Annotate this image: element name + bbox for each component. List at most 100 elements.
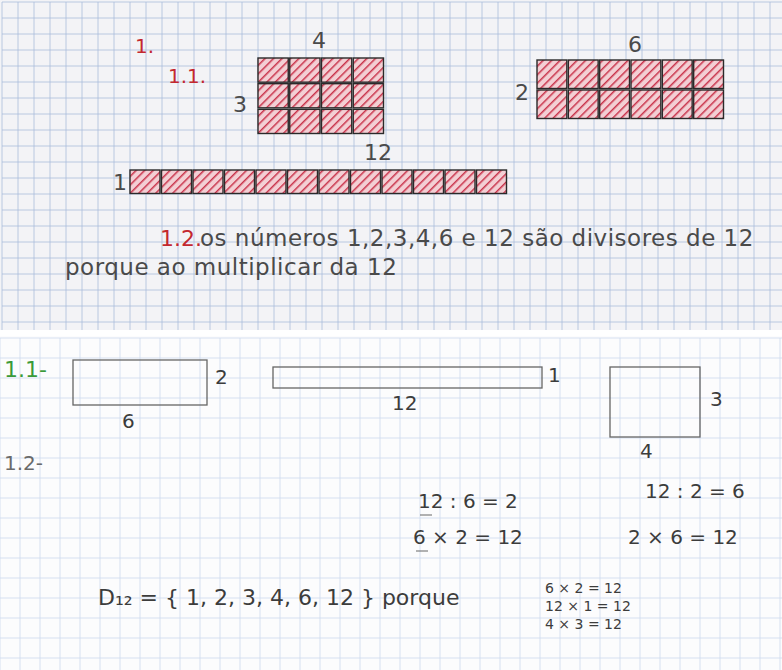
handwritten-label: 1.1. <box>168 65 206 88</box>
grid-line <box>162 2 163 330</box>
grid-line <box>210 2 211 330</box>
handwritten-label: 6 × 2 = 12 <box>545 580 622 596</box>
hatched-cell <box>290 109 320 133</box>
grid-line <box>674 2 675 330</box>
underline <box>416 551 428 552</box>
grid-line <box>120 338 121 670</box>
hatched-cell <box>568 90 598 119</box>
handwritten-label: D₁₂ = { 1, 2, 3, 4, 6, 12 } porque <box>98 585 459 610</box>
grid-line <box>450 2 451 330</box>
rectangle-4x3 <box>610 367 700 437</box>
grid-line <box>160 338 161 670</box>
grid-line <box>242 2 243 330</box>
grid-line <box>0 618 782 619</box>
hatched-cell <box>130 170 160 194</box>
handwritten-label: 2 × 6 = 12 <box>628 526 738 549</box>
hatched-cell <box>353 109 383 133</box>
grid-line <box>514 2 515 330</box>
grid-line <box>2 50 782 51</box>
grid-line <box>0 578 782 579</box>
grid-line <box>2 306 782 307</box>
grid-line <box>2 146 782 147</box>
handwritten-label: 3 <box>710 388 723 411</box>
grid-line <box>80 338 81 670</box>
grid-line <box>178 2 179 330</box>
handwritten-label: 1 <box>548 364 561 387</box>
handwritten-label: 3 <box>233 92 247 117</box>
paper-top <box>0 0 782 330</box>
underline <box>420 515 432 516</box>
grid-line <box>770 2 771 330</box>
handwritten-label: 12 <box>392 392 417 415</box>
grid-line <box>240 338 241 670</box>
handwritten-label: 2 <box>215 366 228 389</box>
handwritten-label: 1.2. <box>160 226 202 251</box>
grid-line <box>740 338 741 670</box>
grid-line <box>226 2 227 330</box>
handwritten-label: 4 <box>312 28 326 53</box>
grid-line <box>40 338 41 670</box>
grid-line <box>274 2 275 330</box>
handwritten-label: 1.1- <box>4 357 47 382</box>
grid-line <box>660 338 661 670</box>
grid-line <box>594 2 595 330</box>
grid-line <box>0 338 1 670</box>
hatched-cell <box>631 90 661 119</box>
grid-line <box>194 2 195 330</box>
hatched-cell <box>631 60 661 89</box>
grid-line <box>260 338 261 670</box>
hatched-cell <box>322 109 352 133</box>
grid-line <box>82 2 83 330</box>
hatched-cell <box>477 170 507 194</box>
hatched-cell <box>353 58 383 82</box>
handwritten-label: 1 <box>113 170 127 195</box>
grid-line <box>2 210 782 211</box>
grid-line <box>530 2 531 330</box>
handwritten-label: 4 × 3 = 12 <box>545 616 622 632</box>
paper-bottom <box>0 336 782 670</box>
handwritten-label: 6 <box>628 32 642 57</box>
hatched-cell <box>568 60 598 89</box>
grid-line <box>50 2 51 330</box>
grid-line <box>130 2 131 330</box>
grid-line <box>60 338 61 670</box>
hatched-cell <box>414 170 444 194</box>
grid-line <box>2 290 782 291</box>
grid-line <box>386 2 387 330</box>
handwritten-label: 1. <box>135 35 154 58</box>
hatched-cell <box>600 60 630 89</box>
handwritten-label: 6 <box>122 410 135 433</box>
grid-line <box>2 2 3 330</box>
hatched-cell <box>322 58 352 82</box>
grid-line <box>0 458 782 459</box>
hatched-rectangles <box>130 58 724 194</box>
grid-line <box>658 2 659 330</box>
hatched-cell <box>600 90 630 119</box>
grid-line <box>562 2 563 330</box>
grid-line <box>34 2 35 330</box>
grid-line <box>290 2 291 330</box>
hatched-cell <box>258 109 288 133</box>
hatched-cell <box>537 90 567 119</box>
grid-line <box>722 2 723 330</box>
grid-line <box>354 2 355 330</box>
grid-line <box>706 2 707 330</box>
grid-line <box>0 478 782 479</box>
grid-line <box>0 658 782 659</box>
hatched-cell <box>288 170 318 194</box>
grid-line <box>466 2 467 330</box>
hatched-cell <box>258 58 288 82</box>
hatched-cell <box>694 60 724 89</box>
hatched-cell <box>382 170 412 194</box>
grid-line <box>418 2 419 330</box>
grid-line <box>258 2 259 330</box>
grid-line <box>100 338 101 670</box>
grid-line <box>402 2 403 330</box>
grid-line <box>626 2 627 330</box>
grid-line <box>114 2 115 330</box>
hatched-cell <box>193 170 223 194</box>
grid-line <box>498 2 499 330</box>
grid-line <box>754 2 755 330</box>
grid-lines <box>2 2 782 330</box>
